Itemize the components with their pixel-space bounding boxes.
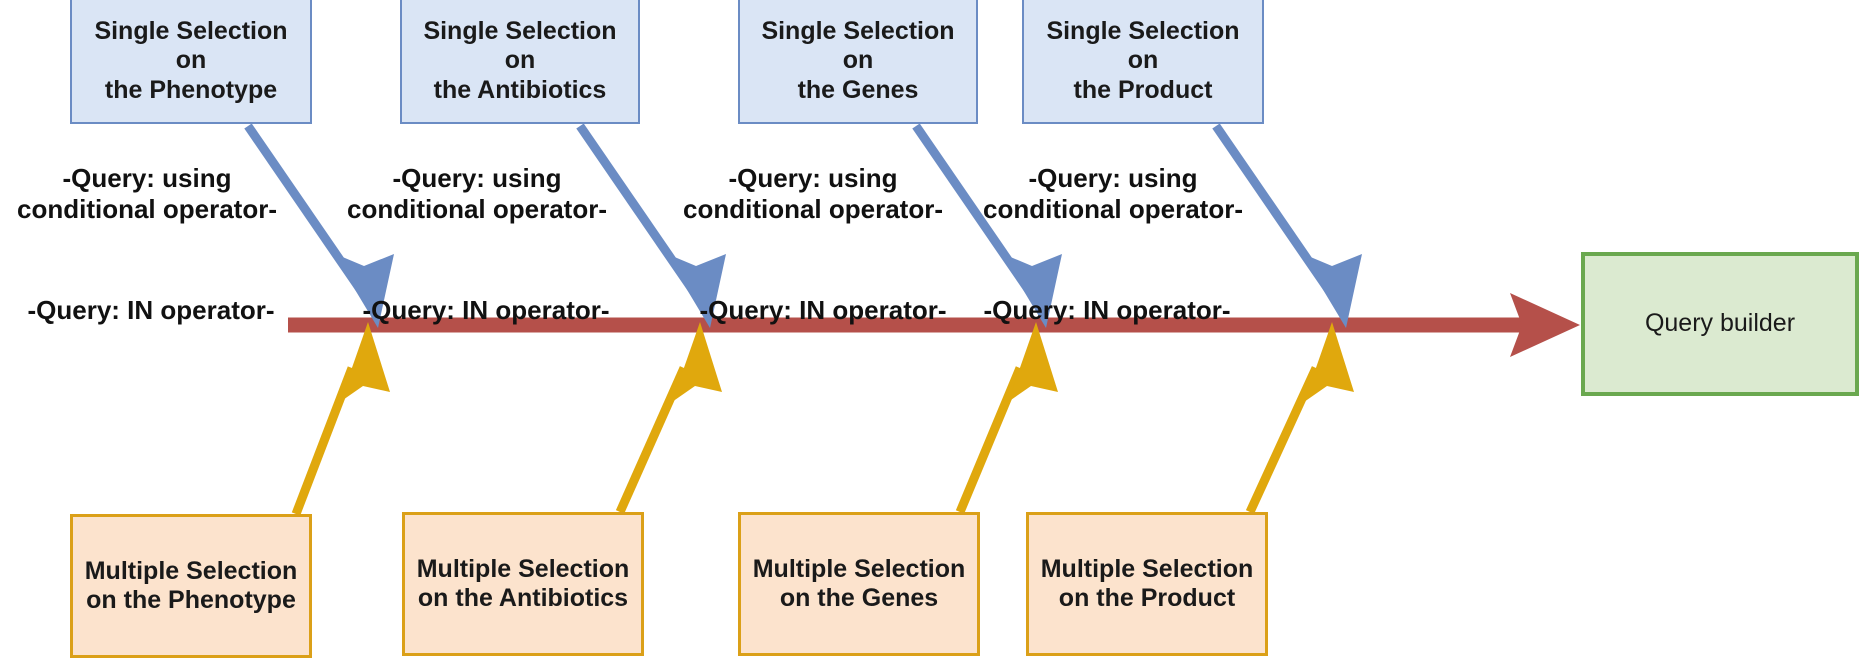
spine-arrowhead-icon (1510, 293, 1580, 357)
cause-box-single-selection-phenotype[interactable]: Single Selection on the Phenotype (70, 0, 312, 124)
effect-box-label: Query builder (1644, 309, 1796, 338)
edge-label-in-operator-3: -Query: IN operator- (699, 295, 947, 325)
bottom-arrowhead-icon-4 (1304, 322, 1354, 402)
cause-box-label: Single Selection on the Genes (761, 16, 955, 104)
edge-label-conditional-operator-4: -Query: using conditional operator- (983, 163, 1243, 225)
bottom-arrow-line-1 (291, 366, 357, 516)
top-arrowhead-icon-3 (1001, 253, 1062, 328)
top-arrowhead-icon-2 (665, 253, 726, 328)
top-arrow-group (244, 123, 1362, 328)
cause-box-multiple-selection-product[interactable]: Multiple Selection on the Product (1026, 512, 1268, 656)
bottom-arrow-group (291, 322, 1354, 516)
cause-box-label: Multiple Selection on the Phenotype (84, 556, 298, 615)
edge-label-in-operator-1: -Query: IN operator- (27, 295, 275, 325)
bottom-arrowhead-icon-3 (1008, 322, 1058, 402)
top-arrowhead-icon-1 (333, 253, 394, 328)
cause-box-single-selection-genes[interactable]: Single Selection on the Genes (738, 0, 978, 124)
cause-box-label: Single Selection on the Phenotype (94, 16, 288, 104)
cause-box-multiple-selection-phenotype[interactable]: Multiple Selection on the Phenotype (70, 514, 312, 658)
effect-box-query-builder[interactable]: Query builder (1581, 252, 1859, 396)
spine-group (288, 293, 1580, 357)
cause-box-multiple-selection-genes[interactable]: Multiple Selection on the Genes (738, 512, 980, 656)
cause-box-label: Multiple Selection on the Product (1040, 554, 1254, 613)
cause-box-label: Single Selection on the Antibiotics (423, 16, 617, 104)
bottom-arrow-line-4 (1245, 366, 1321, 514)
top-arrowhead-icon-4 (1301, 253, 1362, 328)
bottom-arrow-line-3 (955, 366, 1025, 514)
cause-box-label: Multiple Selection on the Genes (752, 554, 966, 613)
cause-box-multiple-selection-antibiotics[interactable]: Multiple Selection on the Antibiotics (402, 512, 644, 656)
bottom-arrowhead-icon-1 (340, 322, 390, 402)
cause-box-single-selection-antibiotics[interactable]: Single Selection on the Antibiotics (400, 0, 640, 124)
cause-box-single-selection-product[interactable]: Single Selection on the Product (1022, 0, 1264, 124)
edge-label-in-operator-4: -Query: IN operator- (983, 295, 1231, 325)
bottom-arrowhead-icon-2 (672, 322, 722, 402)
bottom-arrow-line-2 (615, 366, 689, 514)
edge-label-conditional-operator-1: -Query: using conditional operator- (17, 163, 277, 225)
cause-box-label: Multiple Selection on the Antibiotics (416, 554, 630, 613)
cause-box-label: Single Selection on the Product (1046, 16, 1240, 104)
edge-label-conditional-operator-2: -Query: using conditional operator- (347, 163, 607, 225)
edge-label-conditional-operator-3: -Query: using conditional operator- (683, 163, 943, 225)
edge-label-in-operator-2: -Query: IN operator- (362, 295, 610, 325)
